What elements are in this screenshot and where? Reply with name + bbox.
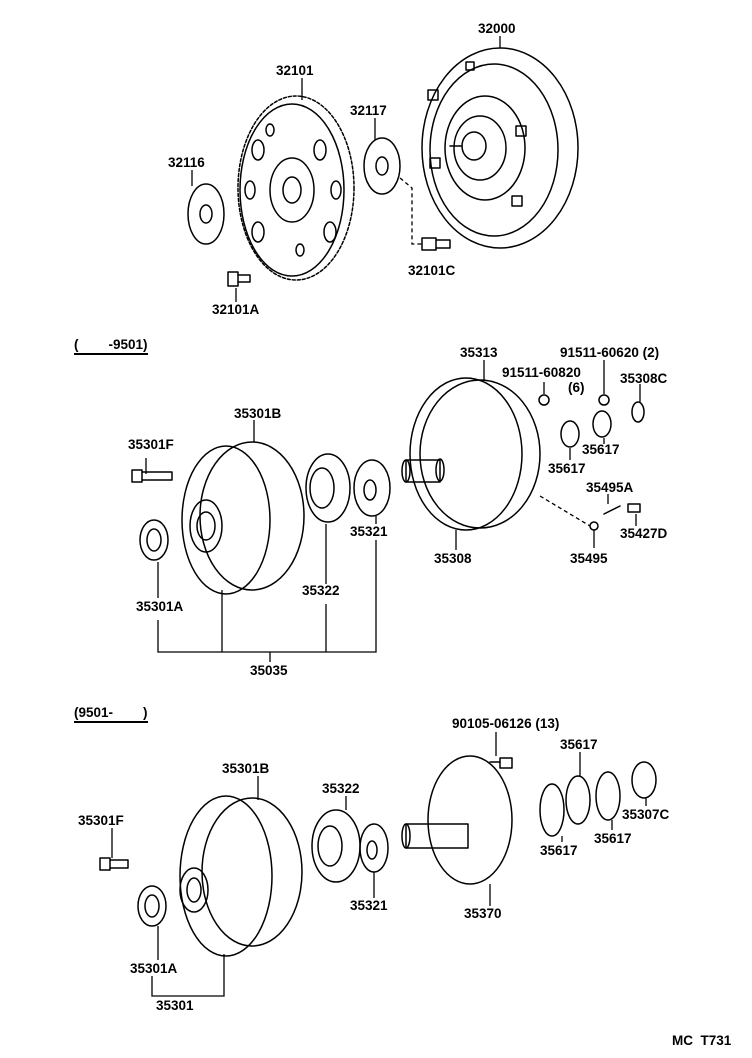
bolt-32101A — [227, 271, 251, 287]
diagram-code: MC T731 — [672, 1033, 732, 1048]
label-35617-d: 35617 — [540, 843, 578, 858]
plug-35427D — [627, 503, 641, 513]
bolt-32101C — [421, 237, 451, 251]
label-35617-a: 35617 — [548, 461, 586, 476]
label-35313: 35313 — [460, 345, 498, 360]
ring-35307C — [631, 761, 657, 799]
label-35321-b: 35321 — [350, 898, 388, 913]
spring-35495A — [603, 505, 621, 515]
oil-seal-35301A-late — [137, 885, 167, 927]
drive-gear-35321-late — [359, 823, 389, 873]
bolt-90105-06126 — [489, 757, 513, 769]
label-35495A: 35495A — [586, 480, 634, 495]
label-35301A-a: 35301A — [136, 599, 184, 614]
label-35301A-b: 35301A — [130, 961, 178, 976]
seal-ring-35617-b — [592, 410, 612, 438]
label-35035: 35035 — [250, 663, 288, 678]
label-35301F-a: 35301F — [128, 437, 174, 452]
seal-ring-35617-d — [565, 775, 591, 825]
leader-32101C — [399, 177, 424, 245]
section-header-late: (9501- ) — [74, 706, 148, 723]
stator-shaft-35308 — [401, 377, 541, 531]
label-35321-a: 35321 — [350, 524, 388, 539]
label-35617-e: 35617 — [594, 831, 632, 846]
label-35308C: 35308C — [620, 371, 668, 386]
label-91511-60620: 91511-60620 (2) — [560, 345, 660, 360]
driven-gear-35322-late — [311, 809, 361, 883]
bolt-35301F-early — [131, 469, 173, 483]
label-35370: 35370 — [464, 906, 502, 921]
spacer-32116 — [187, 183, 225, 245]
label-32000: 32000 — [478, 21, 516, 36]
label-35301B-a: 35301B — [234, 406, 282, 421]
label-35617-c: 35617 — [560, 737, 598, 752]
spacer-32117 — [363, 137, 401, 195]
seal-ring-35617-e — [595, 771, 621, 821]
label-32101: 32101 — [276, 63, 314, 78]
seal-ring-35617-a — [560, 420, 580, 448]
label-35495: 35495 — [570, 551, 608, 566]
label-35301: 35301 — [156, 998, 194, 1013]
pump-body-35301B-late — [179, 795, 303, 957]
stator-shaft-35370 — [401, 755, 513, 885]
ball-35495 — [589, 521, 599, 531]
washer-91511-60620 — [598, 394, 610, 406]
label-90105-06126: 90105-06126 (13) — [452, 716, 560, 731]
leader-35495-dash — [539, 495, 591, 527]
label-35617-b: 35617 — [582, 442, 620, 457]
drive-plate-32101 — [237, 95, 355, 281]
driven-gear-35322-early — [305, 453, 351, 523]
label-32101C: 32101C — [408, 263, 456, 278]
label-32101A: 32101A — [212, 302, 260, 317]
label-35301F-b: 35301F — [78, 813, 124, 828]
washer-91511-60820 — [538, 394, 550, 406]
seal-ring-35617-c — [539, 783, 565, 837]
label-35322-a: 35322 — [302, 583, 340, 598]
label-35301B-b: 35301B — [222, 761, 270, 776]
oil-seal-35301A-early — [139, 519, 169, 561]
plug-35308C — [631, 401, 645, 423]
label-91511-60820-qty: (6) — [568, 380, 585, 395]
label-32116: 32116 — [168, 155, 205, 170]
bracket-35301 — [151, 954, 225, 997]
drive-gear-35321-early — [353, 459, 391, 517]
section-header-early: ( -9501) — [74, 338, 148, 355]
label-35322-b: 35322 — [322, 781, 360, 796]
label-35308: 35308 — [434, 551, 472, 566]
bolt-35301F-late — [99, 857, 129, 871]
torque-converter-32000 — [421, 47, 579, 249]
pump-body-35301B-early — [181, 441, 305, 595]
label-91511-60820: 91511-60820 — [502, 365, 581, 380]
label-35307C: 35307C — [622, 807, 670, 822]
label-35427D: 35427D — [620, 526, 668, 541]
label-32117: 32117 — [350, 103, 387, 118]
bracket-35035 — [157, 540, 377, 653]
